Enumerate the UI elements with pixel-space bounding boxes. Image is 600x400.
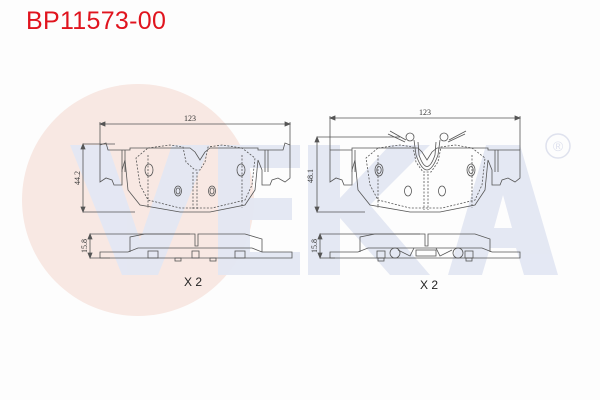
pad-right-quantity: X 2 bbox=[420, 278, 439, 292]
pad-right-front-view bbox=[314, 115, 522, 214]
svg-text:123: 123 bbox=[419, 108, 431, 117]
svg-text:15.8: 15.8 bbox=[310, 239, 319, 253]
svg-text:®: ® bbox=[553, 138, 564, 154]
registered-mark-icon bbox=[545, 133, 571, 159]
svg-text:44.2: 44.2 bbox=[73, 171, 82, 185]
pad-right-side-view bbox=[317, 232, 521, 262]
part-number-title: BP11573-00 bbox=[26, 7, 167, 35]
svg-text:123: 123 bbox=[184, 114, 196, 123]
svg-text:15.8: 15.8 bbox=[80, 239, 89, 253]
svg-text:48.1: 48.1 bbox=[306, 169, 315, 183]
watermark-letters bbox=[70, 145, 558, 275]
pad-left-side-view bbox=[87, 232, 293, 262]
pad-right-clip bbox=[387, 130, 467, 171]
watermark-circle bbox=[22, 84, 254, 316]
pad-left-quantity: X 2 bbox=[184, 275, 203, 289]
pad-left-front-view bbox=[80, 121, 292, 214]
